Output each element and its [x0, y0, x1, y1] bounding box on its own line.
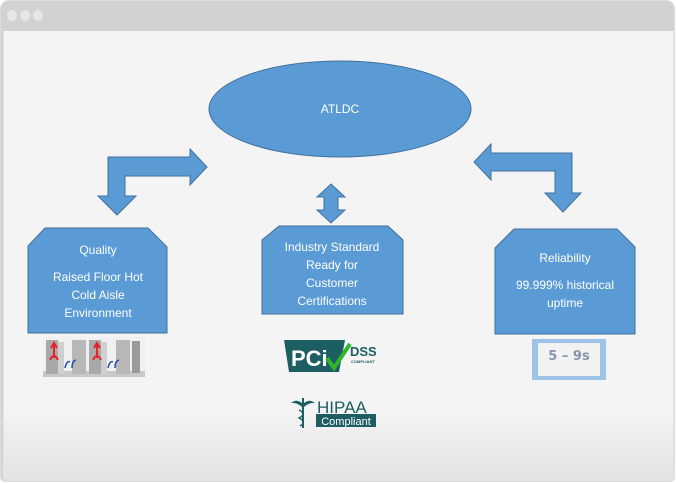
dss-text: DSS: [350, 344, 377, 359]
reliability-title: Reliability: [539, 251, 590, 265]
five-nines-label: 5 – 9s: [548, 349, 590, 364]
hipaa-compliant-text: Compliant: [321, 416, 371, 428]
check-icon: [325, 342, 352, 372]
quality-line-3: Environment: [64, 306, 132, 320]
up-down-arrow-icon: [315, 183, 347, 224]
quality-line-1: Raised Floor Hot: [53, 270, 144, 284]
hipaa-text: HIPAA: [317, 398, 367, 417]
hot-air-arrow-icon: [49, 341, 59, 361]
hot-air-arrow-icon: [92, 341, 102, 361]
pci-text: PCi: [291, 346, 328, 371]
industry-line-3: Customer: [306, 276, 358, 290]
cold-air-icon: [107, 359, 120, 369]
quality-line-2: Cold Aisle: [71, 288, 125, 302]
hipaa-logo: HIPAA Compliant: [291, 398, 376, 428]
reliability-line-2: uptime: [547, 296, 583, 310]
compliant-small-text: COMPLIANT: [351, 359, 375, 364]
maximize-window-button[interactable]: [33, 10, 43, 21]
atldc-node: ATLDC: [208, 60, 472, 158]
five-nines-badge: 5 – 9s: [532, 339, 606, 380]
close-window-button[interactable]: [7, 10, 17, 21]
reliability-box: Reliability 99.999% historical uptime: [494, 228, 636, 335]
pci-dss-logo: PCi DSS COMPLIANT: [284, 340, 377, 372]
industry-line-4: Certifications: [297, 294, 366, 308]
atldc-label: ATLDC: [321, 102, 360, 116]
industry-standard-box: Industry Standard Ready for Customer Cer…: [261, 225, 404, 315]
hot-cold-aisle-image: [43, 337, 145, 377]
bent-arrow-right-icon: [473, 142, 583, 213]
minimize-window-button[interactable]: [20, 10, 30, 21]
atldc-ellipse: [208, 60, 472, 158]
industry-line-1: Industry Standard: [285, 240, 380, 254]
industry-line-2: Ready for: [306, 258, 358, 272]
cold-air-icon: [64, 359, 77, 369]
caduceus-icon: [291, 398, 315, 428]
bent-arrow-left-icon: [96, 147, 208, 216]
reliability-line-1: 99.999% historical: [516, 278, 614, 292]
quality-title: Quality: [79, 243, 116, 257]
quality-box: Quality Raised Floor Hot Cold Aisle Envi…: [27, 227, 168, 334]
window-titlebar: [1, 1, 674, 30]
